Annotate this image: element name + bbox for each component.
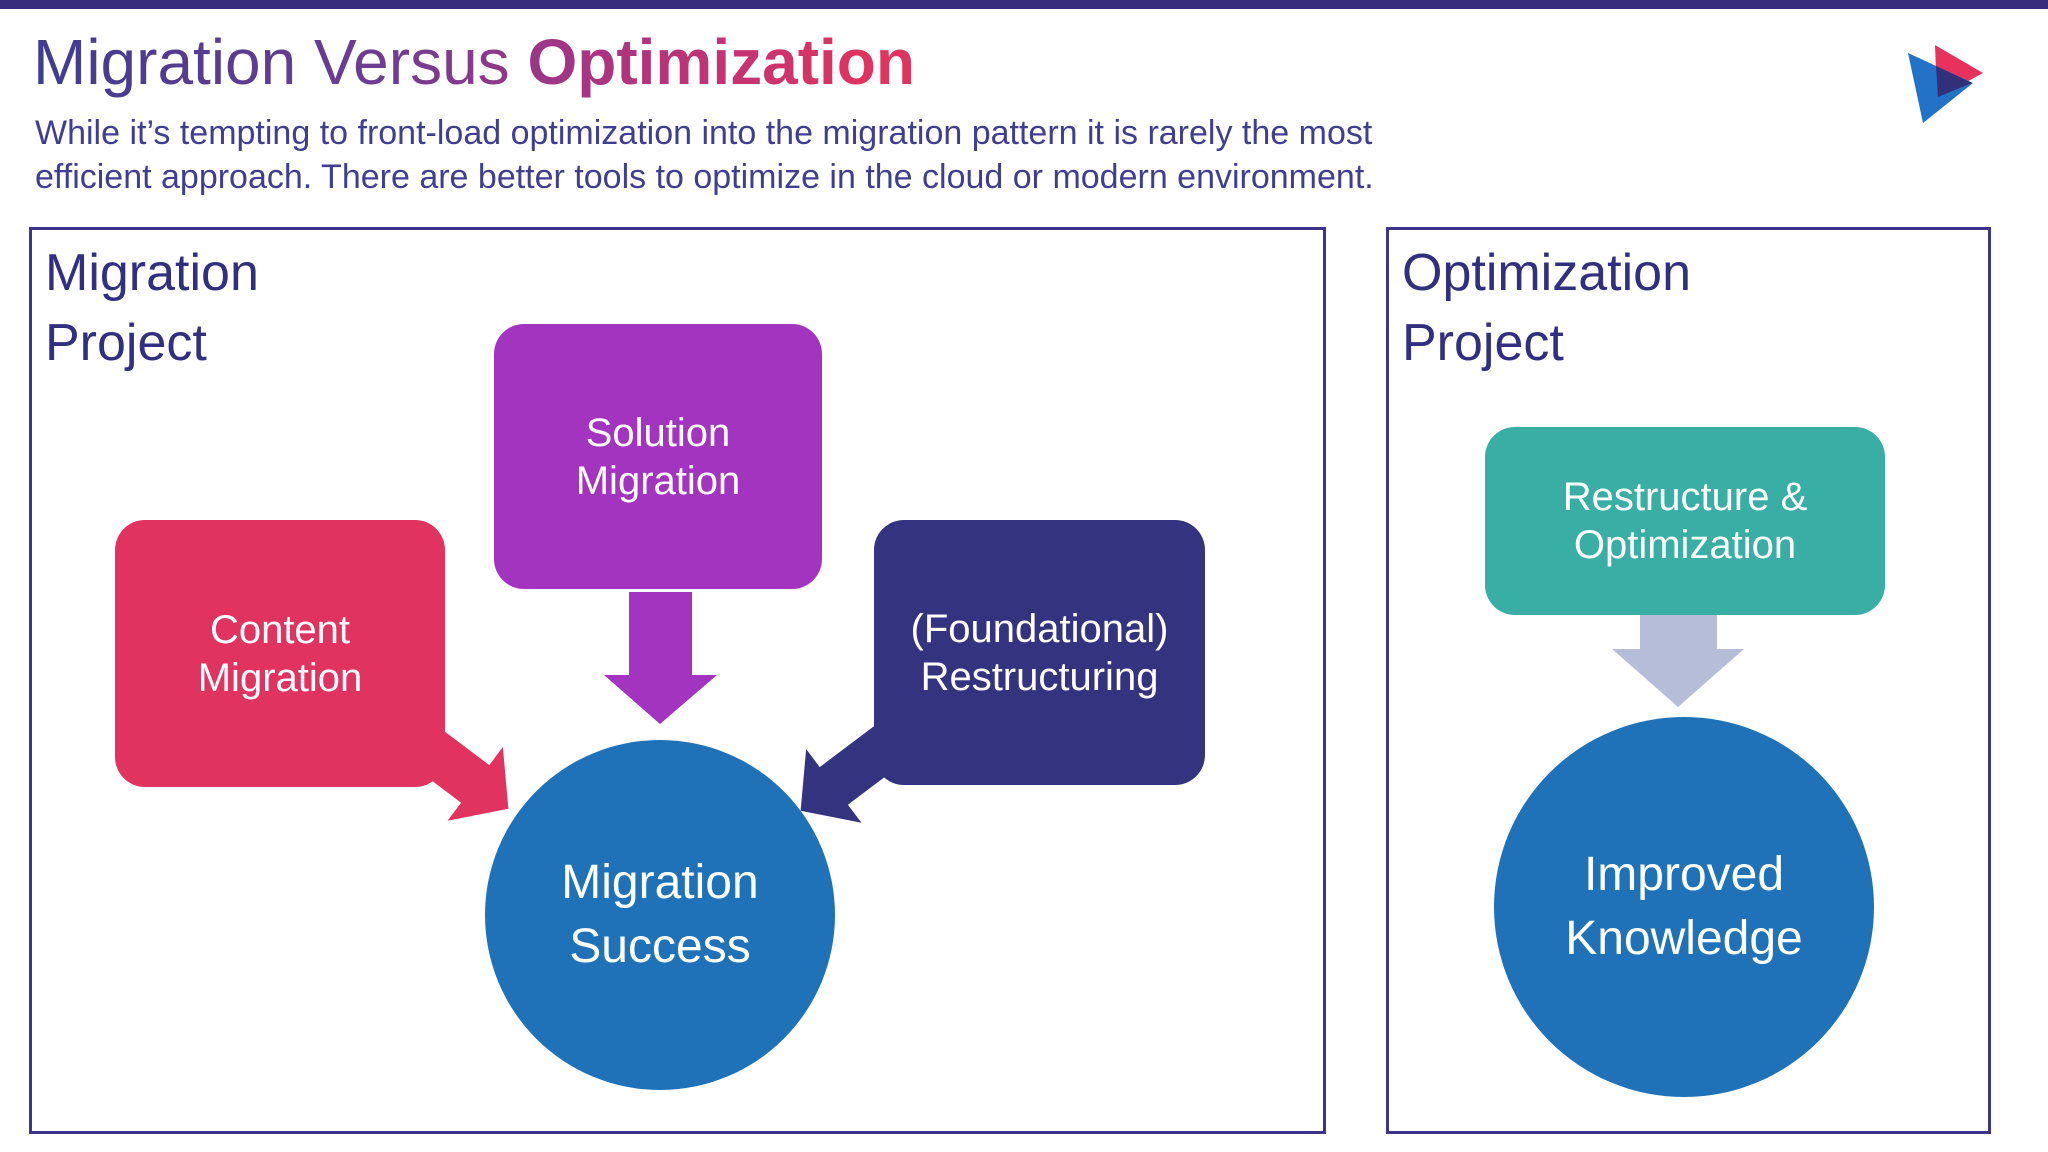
subtitle-line-2: efficient approach. There are better too… xyxy=(35,157,1374,196)
slide-subtitle: While it’s tempting to front-load optimi… xyxy=(35,112,1735,199)
subtitle-line-1: While it’s tempting to front-load optimi… xyxy=(35,114,1373,152)
migration-project-panel: Migration Project Content Migration Solu… xyxy=(29,227,1326,1134)
top-accent-bar xyxy=(0,0,2048,9)
foundational-restructuring-box: (Foundational) Restructuring xyxy=(874,520,1205,785)
title-migration-versus: Migration Versus xyxy=(33,26,510,98)
content-migration-box: Content Migration xyxy=(115,520,445,787)
logo-overlap-shape xyxy=(1936,66,1972,97)
improved-knowledge-circle: Improved Knowledge xyxy=(1494,717,1874,1097)
title-optimization: Optimization xyxy=(527,26,915,98)
optimization-project-panel: Optimization Project Restructure & Optim… xyxy=(1386,227,1991,1134)
optimization-project-heading: Optimization Project xyxy=(1402,244,1691,373)
solution-migration-box: Solution Migration xyxy=(494,324,822,589)
restructure-optimization-box: Restructure & Optimization xyxy=(1485,427,1885,615)
migration-project-heading: Migration Project xyxy=(45,244,259,373)
overlapping-triangles-logo xyxy=(1908,45,1983,123)
restructure-down-arrow xyxy=(1612,615,1744,707)
solution-down-arrow xyxy=(604,592,717,724)
slide-title: Migration Versus Optimization xyxy=(33,22,915,102)
migration-success-circle: Migration Success xyxy=(485,740,835,1090)
